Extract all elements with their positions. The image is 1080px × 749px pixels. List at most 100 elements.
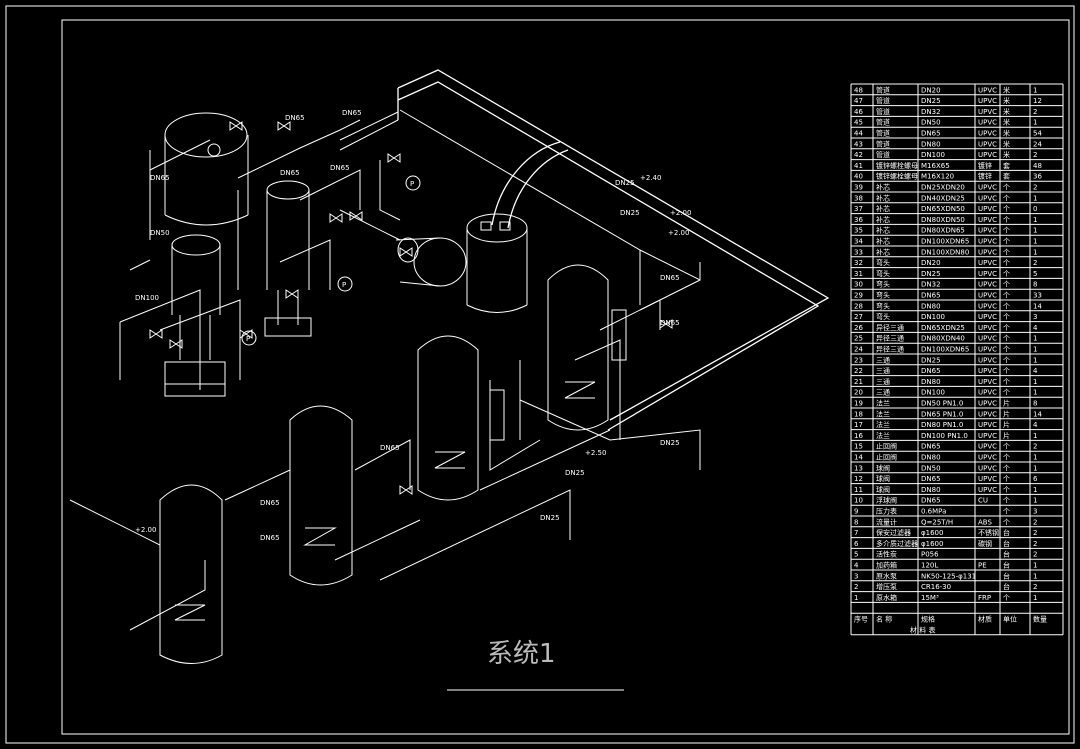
table-cell: UPVC — [978, 356, 997, 364]
table-cell: 2 — [854, 583, 858, 591]
table-cell: DN100 PN1.0 — [921, 432, 968, 440]
outer-frame — [5, 5, 1075, 744]
table-cell: 个 — [1003, 356, 1010, 364]
elevation-label: +2.50 — [585, 449, 606, 457]
pipe-label: DN65 — [380, 444, 400, 452]
table-cell: 2 — [1033, 540, 1037, 548]
table-cell: 40 — [854, 173, 863, 181]
table-cell: DN20 — [921, 86, 941, 94]
table-cell: 米 — [1003, 96, 1010, 105]
pipe-label: DN65 — [285, 114, 305, 122]
table-cell: UPVC — [978, 389, 997, 397]
table-cell: UPVC — [978, 464, 997, 472]
table-cell: 个 — [1003, 486, 1010, 494]
table-cell: UPVC — [978, 410, 997, 418]
drawing-title: 系统1 — [487, 639, 556, 669]
pipe-label: DN65 — [660, 274, 680, 282]
table-cell: 2 — [1033, 151, 1037, 159]
table-cell: 2 — [1033, 259, 1037, 267]
table-cell: 弯头 — [876, 301, 890, 310]
table-cell: 27 — [854, 313, 863, 321]
pipe-label: DN65 — [660, 319, 680, 327]
table-cell: CU — [978, 497, 988, 505]
table-cell: UPVC — [978, 378, 997, 386]
table-cell: 个 — [1003, 378, 1010, 386]
piping-system: P P P — [69, 69, 830, 631]
table-cell: 个 — [1003, 313, 1010, 321]
table-cell: 6 — [854, 540, 859, 548]
table-cell: 19 — [854, 400, 863, 408]
table-cell: UPVC — [978, 432, 997, 440]
table-cell: 个 — [1003, 216, 1010, 224]
table-cell: 28 — [854, 302, 863, 310]
table-cell: 3 — [1033, 313, 1037, 321]
table-cell: 1 — [1033, 464, 1037, 472]
table-cell: UPVC — [978, 421, 997, 429]
table-cell: 个 — [1003, 281, 1010, 289]
table-cell: DN100 — [921, 151, 945, 159]
table-cell: 39 — [854, 184, 863, 192]
pipe-label: DN25 — [540, 514, 560, 522]
table-cell: 8 — [1033, 281, 1037, 289]
table-cell: 管道 — [876, 107, 890, 116]
table-cell: 米 — [1003, 139, 1010, 148]
table-cell: UPVC — [978, 238, 997, 246]
table-cell: 米 — [1003, 107, 1010, 116]
table-cell: 镀锌 — [978, 172, 992, 181]
table-cell: DN65 — [921, 367, 941, 375]
table-cell: 42 — [854, 151, 863, 159]
table-cell: 米 — [1003, 129, 1010, 138]
table-cell: 2 — [1033, 529, 1037, 537]
table-cell: 米 — [1003, 118, 1010, 127]
table-cell: 0.6MPa — [921, 508, 946, 516]
table-cell: 流量计 — [876, 517, 897, 526]
table-cell: 台 — [1003, 561, 1010, 570]
table-cell: 1 — [1033, 486, 1037, 494]
table-cell: 弯头 — [876, 258, 890, 267]
table-cell: 管道 — [876, 85, 890, 94]
table-cell: UPVC — [978, 108, 997, 116]
table-cell: DN80 PN1.0 — [921, 421, 963, 429]
table-header-cell: 材质 — [978, 615, 992, 624]
table-cell: 1 — [1033, 335, 1037, 343]
table-cell: 补芯 — [876, 193, 890, 202]
table-cell: UPVC — [978, 454, 997, 462]
table-cell: 台 — [1003, 528, 1010, 537]
table-cell: 管道 — [876, 150, 890, 159]
table-cell: UPVC — [978, 324, 997, 332]
table-cell: UPVC — [978, 140, 997, 148]
table-footer: 材 料 表 — [910, 625, 935, 634]
table-cell: UPVC — [978, 248, 997, 256]
table-cell: 15 — [854, 443, 863, 451]
table-cell: φ1600 — [921, 529, 943, 537]
table-cell: 7 — [854, 529, 858, 537]
table-cell: 1 — [1033, 497, 1037, 505]
table-cell: 法兰 — [876, 399, 890, 408]
table-cell: 5 — [854, 551, 858, 559]
table-cell: 补芯 — [876, 215, 890, 224]
table-cell: 24 — [854, 346, 863, 354]
pipe-label: DN65 — [330, 164, 350, 172]
table-cell: 球阀 — [876, 485, 890, 494]
table-cell: 48 — [1033, 162, 1042, 170]
table-cell: 弯头 — [876, 291, 890, 300]
table-cell: UPVC — [978, 475, 997, 483]
table-cell: 个 — [1003, 454, 1010, 462]
table-header-cell: 规格 — [921, 615, 935, 624]
table-cell: DN100XDN65 — [921, 346, 969, 354]
table-cell: 48 — [854, 86, 863, 94]
table-cell: 8 — [1033, 400, 1037, 408]
table-cell: UPVC — [978, 130, 997, 138]
table-cell: UPVC — [978, 205, 997, 213]
table-cell: Q=25T/H — [921, 518, 953, 526]
table-cell: 3 — [1033, 508, 1037, 516]
table-cell: ABS — [978, 518, 992, 526]
table-cell: DN65XDN25 — [921, 324, 965, 332]
table-cell: 46 — [854, 108, 863, 116]
table-cell: 1 — [854, 594, 858, 602]
table-cell: 个 — [1003, 259, 1010, 267]
pipe-label: DN25 — [660, 439, 680, 447]
table-cell: 33 — [1033, 292, 1042, 300]
